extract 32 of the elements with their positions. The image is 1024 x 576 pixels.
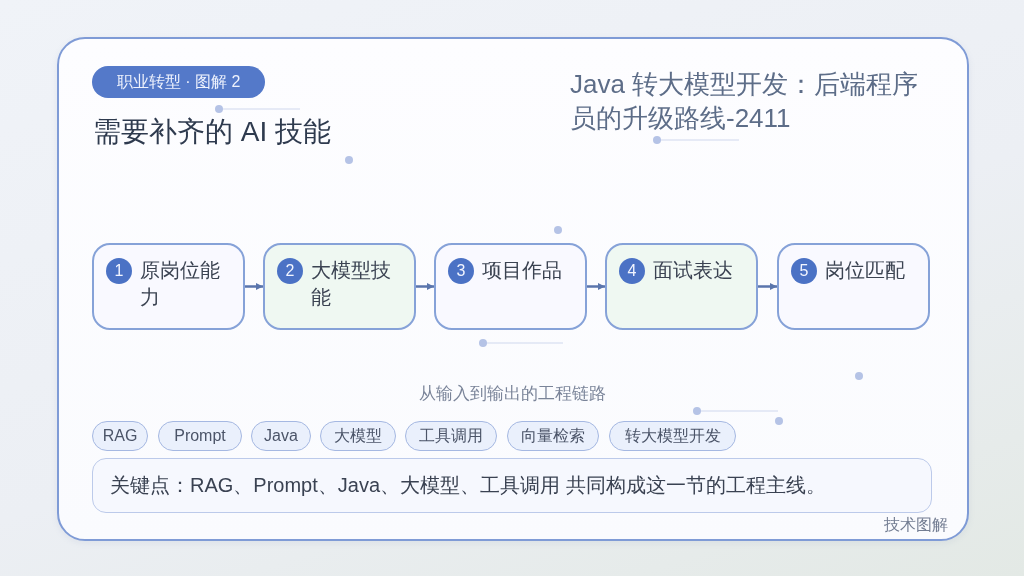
step-number: 4 [619, 258, 645, 284]
step-label: 原岗位能力 [140, 258, 221, 310]
step-box [777, 243, 930, 330]
keyword-tag: 工具调用 [405, 421, 497, 451]
step-number: 2 [277, 258, 303, 284]
step-number: 3 [448, 258, 474, 284]
step-box [263, 243, 416, 330]
footer-credit: 技术图解 [884, 515, 948, 535]
key-point-box: 关键点：RAG、Prompt、Java、大模型、工具调用 共同构成这一节的工程主线。 [92, 458, 932, 513]
step-label: 大模型技能 [311, 258, 392, 310]
step-number: 5 [791, 258, 817, 284]
arrow [416, 282, 434, 291]
keyword-tag: 大模型 [320, 421, 396, 451]
keyword-tag: Prompt [158, 421, 242, 451]
category-pill: 职业转型 · 图解 2 [92, 66, 265, 98]
step-label: 项目作品 [482, 258, 563, 283]
arrow [245, 282, 263, 291]
arrow [587, 282, 605, 291]
keyword-tag: 向量检索 [507, 421, 599, 451]
step-box [92, 243, 245, 330]
title: 需要补齐的 AI 技能 [93, 115, 331, 148]
article-heading: Java 转大模型开发：后端程序员的升级路线-2411 [570, 68, 920, 135]
step-number: 1 [106, 258, 132, 284]
step-box [605, 243, 758, 330]
step-label: 岗位匹配 [825, 258, 906, 283]
keyword-tag: 转大模型开发 [609, 421, 736, 451]
keyword-tag: RAG [92, 421, 148, 451]
step-label: 面试表达 [653, 258, 734, 283]
step-box [434, 243, 587, 330]
arrow [758, 282, 777, 291]
chain-caption: 从输入到输出的工程链路 [418, 383, 606, 405]
keyword-tag: Java [251, 421, 311, 451]
